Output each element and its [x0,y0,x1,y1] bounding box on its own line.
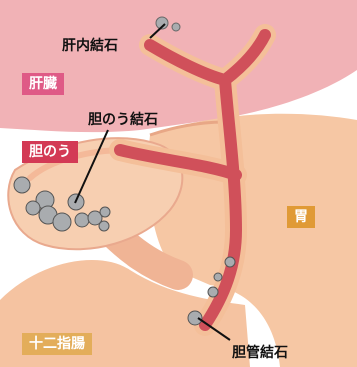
liver-stones-label: 肝内結石 [62,38,118,54]
liver-tag: 肝臓 [22,73,64,95]
gallbladder-tag: 胆のう [22,141,78,163]
bile-duct-stones-label: 胆管結石 [232,345,288,361]
duodenum-tag: 十二指腸 [22,333,92,355]
gallbladder-stones-label: 胆のう結石 [88,112,158,128]
stomach-tag: 胃 [287,206,315,228]
